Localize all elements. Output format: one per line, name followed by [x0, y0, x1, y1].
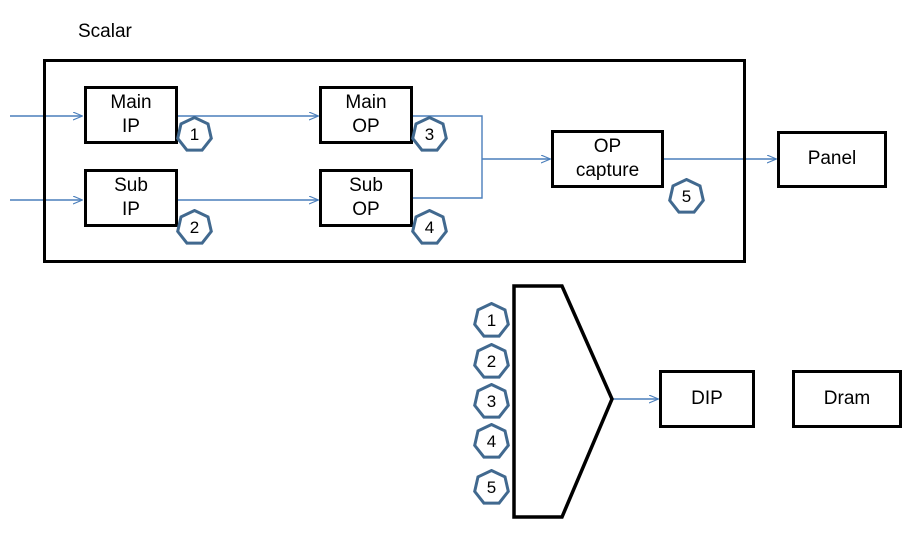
- badge-3-main-op[interactable]: 3: [411, 116, 448, 153]
- mux-input-badge-4-label: 4: [486, 432, 497, 451]
- block-sub-ip-line2: IP: [122, 199, 140, 220]
- mux-input-badge-2-label: 2: [486, 352, 497, 371]
- block-main-op-line2: OP: [352, 116, 380, 137]
- block-op-capture[interactable]: OP capture: [551, 130, 664, 188]
- mux-input-badge-3-label: 3: [486, 392, 497, 411]
- block-sub-ip-line1: Sub: [114, 174, 148, 196]
- block-dram[interactable]: Dram: [792, 370, 902, 428]
- badge-4-sub-op[interactable]: 4: [411, 209, 448, 246]
- block-panel-label: Panel: [807, 148, 857, 170]
- block-sub-ip[interactable]: Sub IP: [84, 169, 178, 227]
- badge-5-label: 5: [681, 187, 692, 206]
- block-sub-op[interactable]: Sub OP: [319, 169, 413, 227]
- badge-2-sub-ip[interactable]: 2: [176, 209, 213, 246]
- mux-input-badge-5-label: 5: [486, 478, 497, 497]
- block-op-capture-line1: OP: [593, 135, 622, 157]
- badge-2-label: 2: [189, 218, 200, 237]
- block-main-op[interactable]: Main OP: [319, 86, 413, 144]
- badge-5-op-capture[interactable]: 5: [668, 178, 705, 215]
- block-dram-label: Dram: [823, 387, 871, 409]
- mux-input-badge-1[interactable]: 1: [473, 302, 510, 339]
- block-main-ip[interactable]: Main IP: [84, 86, 178, 144]
- block-dip[interactable]: DIP: [659, 370, 755, 428]
- block-sub-op-line1: Sub: [349, 174, 383, 196]
- block-main-op-line1: Main: [345, 91, 387, 113]
- block-op-capture-line2: capture: [575, 160, 640, 181]
- mux-input-badge-3[interactable]: 3: [473, 383, 510, 420]
- connector-sub-op-to-bus: [412, 159, 483, 199]
- block-main-ip-line1: Main: [110, 91, 152, 113]
- badge-1-main-ip[interactable]: 1: [176, 116, 213, 153]
- block-panel[interactable]: Panel: [777, 131, 887, 188]
- mux-input-badge-4[interactable]: 4: [473, 423, 510, 460]
- block-dip-label: DIP: [691, 387, 723, 409]
- scalar-group-frame: [43, 59, 746, 263]
- badge-3-label: 3: [424, 125, 435, 144]
- mux-input-badge-1-label: 1: [486, 311, 497, 330]
- scalar-group-label: Scalar: [78, 21, 132, 42]
- mux-input-badge-2[interactable]: 2: [473, 343, 510, 380]
- block-sub-op-line2: OP: [352, 199, 380, 220]
- mux-shape: [512, 284, 614, 519]
- mux-input-badge-5[interactable]: 5: [473, 469, 510, 506]
- connector-main-op-to-bus: [412, 115, 483, 159]
- badge-4-label: 4: [424, 218, 435, 237]
- block-main-ip-line2: IP: [122, 116, 140, 137]
- badge-1-label: 1: [189, 125, 200, 144]
